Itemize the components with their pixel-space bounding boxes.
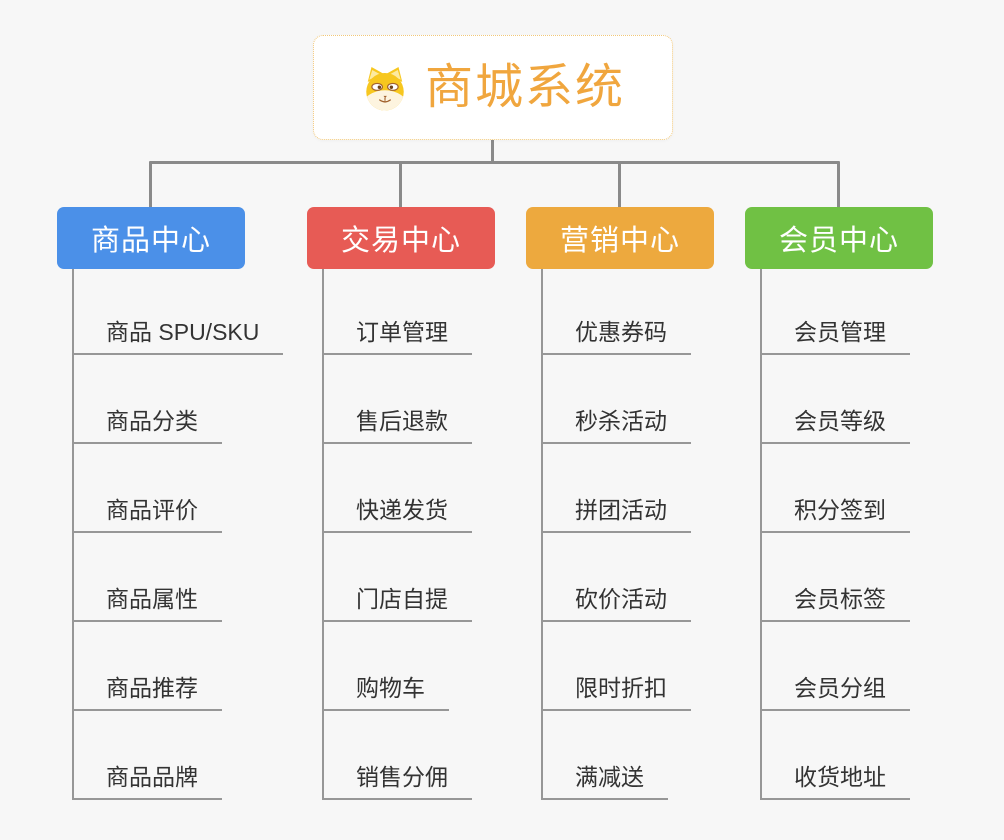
leaf-node[interactable]: 快递发货: [324, 444, 472, 533]
leaf-node[interactable]: 商品评价: [74, 444, 222, 533]
leaf-node[interactable]: 会员分组: [762, 622, 910, 711]
leaf-node[interactable]: 会员等级: [762, 355, 910, 444]
leaf-node[interactable]: 收货地址: [762, 711, 910, 800]
leaf-node[interactable]: 售后退款: [324, 355, 472, 444]
leaf-node[interactable]: 限时折扣: [543, 622, 691, 711]
leaf-node[interactable]: 商品推荐: [74, 622, 222, 711]
connector-root-drop: [491, 139, 494, 163]
connector-drop-marketing: [618, 161, 621, 209]
doge-icon: [361, 64, 409, 112]
leaf-node[interactable]: 满减送: [543, 711, 668, 800]
root-title: 商城系统: [424, 60, 625, 114]
connector-drop-member: [837, 161, 840, 209]
leaf-node[interactable]: 销售分佣: [324, 711, 472, 800]
branch-items-member-center: 会员管理 会员等级 积分签到 会员标签 会员分组 收货地址: [760, 269, 933, 800]
category-node-marketing-center[interactable]: 营销中心: [526, 207, 714, 269]
branch-column-member-center: 会员中心 会员管理 会员等级 积分签到 会员标签 会员分组 收货地址: [745, 207, 933, 800]
leaf-node[interactable]: 积分签到: [762, 444, 910, 533]
leaf-node[interactable]: 秒杀活动: [543, 355, 691, 444]
category-node-member-center[interactable]: 会员中心: [745, 207, 933, 269]
leaf-node[interactable]: 砍价活动: [543, 533, 691, 622]
category-node-trade-center[interactable]: 交易中心: [307, 207, 495, 269]
leaf-node[interactable]: 商品属性: [74, 533, 222, 622]
branch-column-trade-center: 交易中心 订单管理 售后退款 快递发货 门店自提 购物车 销售分佣: [307, 207, 495, 800]
root-node[interactable]: 商城系统: [313, 35, 673, 140]
connector-drop-product: [149, 161, 152, 209]
leaf-node[interactable]: 会员标签: [762, 533, 910, 622]
leaf-node[interactable]: 优惠券码: [543, 269, 691, 355]
branch-column-product-center: 商品中心 商品 SPU/SKU 商品分类 商品评价 商品属性 商品推荐 商品品牌: [57, 207, 284, 800]
leaf-node[interactable]: 门店自提: [324, 533, 472, 622]
leaf-node[interactable]: 商品分类: [74, 355, 222, 444]
leaf-node[interactable]: 商品 SPU/SKU: [74, 269, 284, 355]
branch-column-marketing-center: 营销中心 优惠券码 秒杀活动 拼团活动 砍价活动 限时折扣 满减送: [526, 207, 714, 800]
connector-drop-trade: [399, 161, 402, 209]
connector-horizontal: [149, 161, 840, 164]
leaf-node[interactable]: 订单管理: [324, 269, 472, 355]
branch-items-trade-center: 订单管理 售后退款 快递发货 门店自提 购物车 销售分佣: [322, 269, 495, 800]
branch-items-product-center: 商品 SPU/SKU 商品分类 商品评价 商品属性 商品推荐 商品品牌: [72, 269, 284, 800]
leaf-node[interactable]: 拼团活动: [543, 444, 691, 533]
leaf-node[interactable]: 会员管理: [762, 269, 910, 355]
category-node-product-center[interactable]: 商品中心: [57, 207, 245, 269]
leaf-node[interactable]: 购物车: [324, 622, 449, 711]
branch-items-marketing-center: 优惠券码 秒杀活动 拼团活动 砍价活动 限时折扣 满减送: [541, 269, 714, 800]
leaf-node[interactable]: 商品品牌: [74, 711, 222, 800]
